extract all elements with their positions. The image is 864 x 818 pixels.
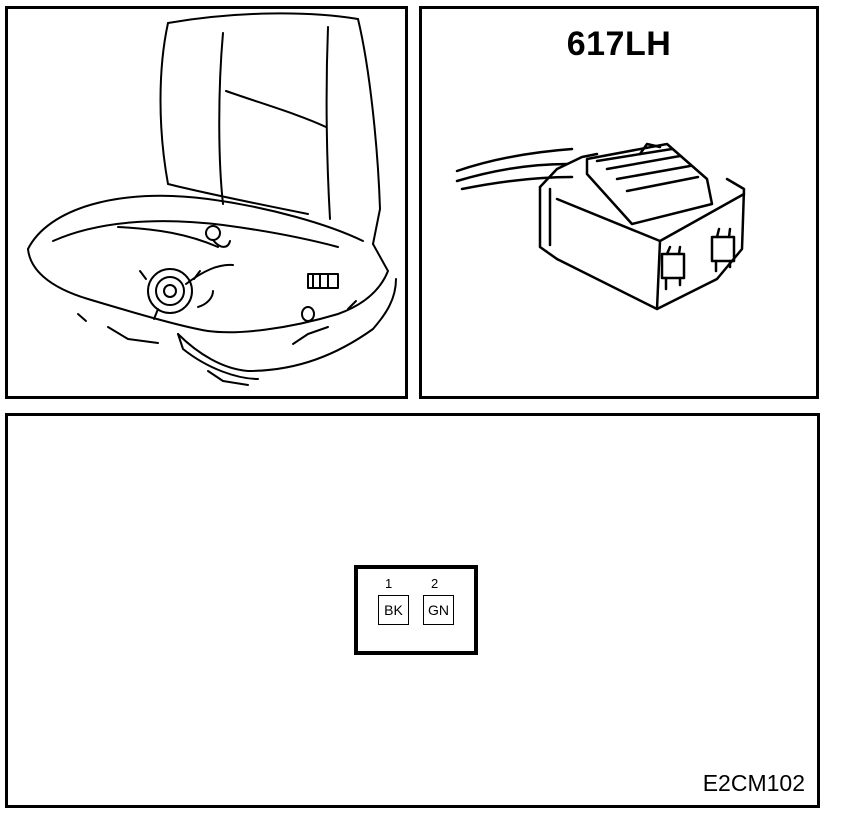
figure-code: E2CM102	[702, 770, 805, 796]
connector-id-title: 617LH	[566, 25, 672, 63]
pin-number-1: 1	[385, 576, 393, 591]
seat-illustration-icon	[27, 12, 397, 386]
pin-number-2: 2	[431, 576, 439, 591]
seat-location-panel	[5, 6, 408, 399]
pin-1-cavity: BK	[378, 595, 409, 625]
pin-1-wire-color: BK	[384, 602, 403, 618]
pinout-panel: 1 2 BK GN E2CM102	[5, 413, 820, 808]
connector-panel: 617LH	[419, 6, 819, 399]
pin-2-cavity: GN	[423, 595, 454, 625]
connector-face: 1 2 BK GN	[354, 565, 478, 655]
pin-2-wire-color: GN	[428, 602, 449, 618]
connector-illustration-icon	[455, 142, 746, 311]
